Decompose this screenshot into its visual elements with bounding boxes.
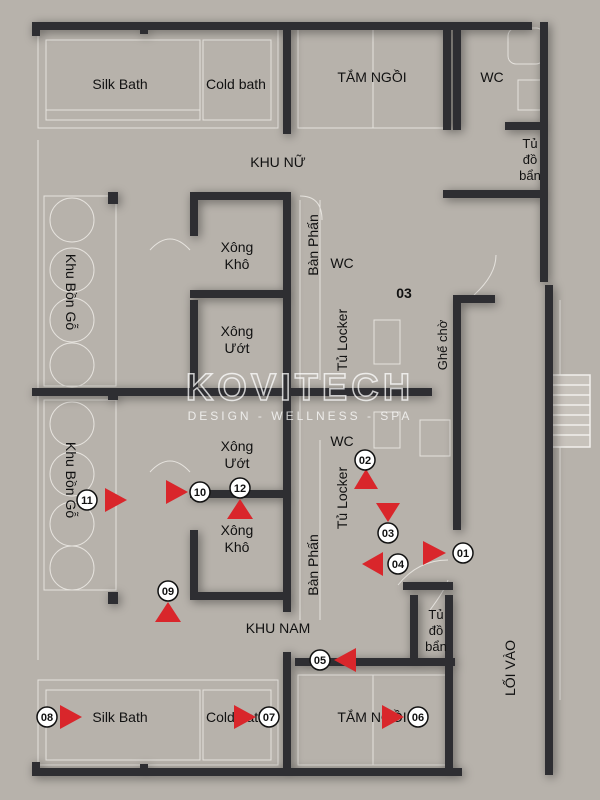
marker-number: 04 (392, 559, 405, 571)
khu-bon-go-bottom-label: Khu Bồn Gỗ (63, 442, 79, 518)
marker-number: 02 (359, 455, 371, 467)
tu-do-ban-top-1: Tủ (522, 136, 537, 151)
camera-marker-08[interactable]: 08 (36, 705, 82, 729)
walls (32, 22, 553, 776)
camera-marker-03[interactable]: 03 (376, 503, 400, 544)
tu-do-ban-bottom-2: đồ (429, 623, 443, 638)
marker-number: 07 (263, 712, 275, 724)
camera-triangle-icon (155, 602, 181, 622)
xong-kho-top-2: Khô (225, 256, 250, 272)
loi-vao-label: LỐI VÀO (501, 640, 518, 696)
tu-do-ban-bottom-1: Tủ (428, 607, 443, 622)
tu-locker-bottom-label: Tủ Locker (334, 467, 350, 530)
wc-top-label: WC (480, 69, 503, 85)
khu-nu-label: KHU NỮ (250, 154, 306, 170)
camera-marker-02[interactable]: 02 (354, 449, 378, 489)
brand-tagline: DESIGN - WELLNESS - SPA (188, 409, 413, 423)
camera-triangle-icon (382, 705, 404, 729)
ghe-cho-label: Ghế chờ (435, 319, 450, 370)
xong-uot-bottom-1: Xông (221, 438, 254, 454)
tam-ngoi-top-label: TẮM NGỒI (337, 68, 406, 85)
watermark-logo: KOVITECH DESIGN - WELLNESS - SPA (185, 366, 414, 423)
xong-uot-top-1: Xông (221, 323, 254, 339)
camera-marker-10[interactable]: 10 (166, 480, 211, 504)
room-03-label: 03 (396, 285, 412, 301)
camera-marker-07[interactable]: 07 (234, 705, 280, 729)
camera-marker-04[interactable]: 04 (362, 552, 409, 576)
camera-triangle-icon (334, 648, 356, 672)
ban-phan-bottom-label: Bàn Phấn (305, 534, 321, 596)
wc-male-label: WC (330, 433, 353, 449)
tu-locker-top-label: Tủ Locker (334, 309, 350, 372)
cold-bath-top-label: Cold bath (206, 76, 266, 92)
room-labels: Silk Bath Cold bath TẮM NGỒI WC Tủ đồ bẩ… (63, 68, 541, 725)
camera-triangle-icon (234, 705, 256, 729)
khu-bon-go-top-label: Khu Bồn Gỗ (63, 254, 79, 330)
entrance-stairs (549, 374, 591, 448)
camera-marker-06[interactable]: 06 (382, 705, 429, 729)
silk-bath-bottom-label: Silk Bath (92, 709, 147, 725)
camera-marker-11[interactable]: 11 (76, 488, 127, 512)
xong-uot-top-2: Ướt (224, 340, 249, 356)
brand-name: KOVITECH (186, 367, 414, 409)
marker-number: 05 (314, 655, 326, 667)
marker-number: 12 (234, 483, 246, 495)
marker-number: 11 (81, 495, 93, 507)
camera-triangle-icon (423, 541, 446, 565)
marker-number: 06 (412, 712, 424, 724)
thin-lines (37, 27, 561, 766)
xong-kho-bottom-2: Khô (225, 539, 250, 555)
marker-number: 03 (382, 528, 394, 540)
camera-triangle-icon (362, 552, 383, 576)
camera-marker-05[interactable]: 05 (309, 648, 356, 672)
camera-triangle-icon (60, 705, 82, 729)
marker-number: 09 (162, 586, 174, 598)
tu-do-ban-top-2: đồ (523, 152, 537, 167)
camera-marker-12[interactable]: 12 (227, 477, 253, 519)
camera-triangle-icon (227, 499, 253, 519)
camera-triangle-icon (376, 503, 400, 522)
marker-number: 08 (41, 712, 53, 724)
camera-triangle-icon (354, 469, 378, 489)
camera-triangle-icon (166, 480, 188, 504)
camera-markers[interactable]: 01 02 03 04 05 06 07 (36, 449, 474, 729)
khu-nam-label: KHU NAM (246, 620, 311, 636)
xong-uot-bottom-2: Ướt (224, 455, 249, 471)
marker-number: 01 (457, 548, 469, 560)
xong-kho-top-1: Xông (221, 239, 254, 255)
xong-kho-bottom-1: Xông (221, 522, 254, 538)
tu-do-ban-bottom-3: bẩn (425, 639, 447, 654)
silk-bath-top-label: Silk Bath (92, 76, 147, 92)
camera-triangle-icon (105, 488, 127, 512)
camera-marker-09[interactable]: 09 (155, 580, 181, 622)
wc-female-label: WC (330, 255, 353, 271)
camera-marker-01[interactable]: 01 (423, 541, 474, 565)
marker-number: 10 (194, 487, 206, 499)
tu-do-ban-top-3: bẩn (519, 168, 541, 183)
ban-phan-top-label: Bàn Phấn (305, 214, 321, 276)
